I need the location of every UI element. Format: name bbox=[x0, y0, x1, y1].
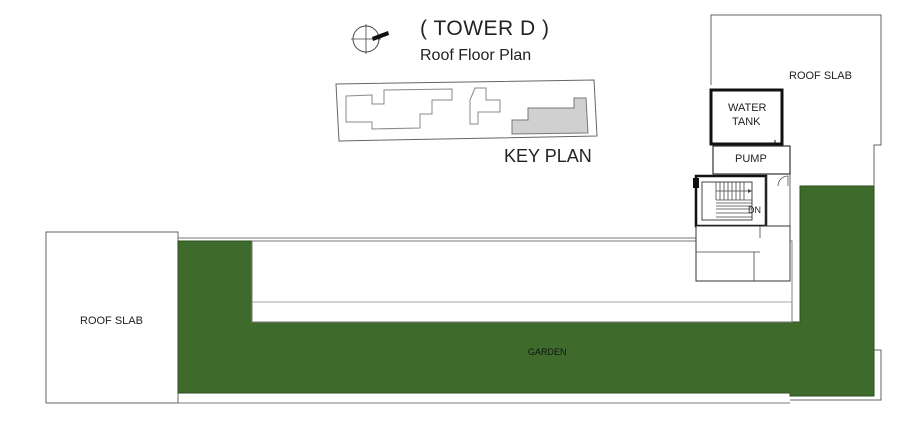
roof-slab-left-label: ROOF SLAB bbox=[80, 315, 143, 327]
garden-label: GARDEN bbox=[528, 347, 567, 357]
key-plan-tower-d-highlight bbox=[511, 97, 589, 135]
pump-room bbox=[712, 145, 791, 175]
water-tank-label-line1: WATER bbox=[728, 102, 767, 114]
stair-core bbox=[693, 174, 768, 228]
key-plan-label: KEY PLAN bbox=[504, 146, 592, 166]
page-subtitle: Roof Floor Plan bbox=[420, 47, 532, 64]
water-tank-label-line2: TANK bbox=[732, 116, 761, 128]
compass-north-icon bbox=[351, 24, 389, 54]
key-plan bbox=[335, 79, 598, 142]
roof-slab-left-area bbox=[45, 231, 179, 404]
pump-label: PUMP bbox=[735, 153, 767, 165]
stair-down-label: DN bbox=[748, 205, 761, 215]
page-title: ( TOWER D ) bbox=[420, 17, 550, 40]
roof-slab-right-label: ROOF SLAB bbox=[789, 70, 852, 82]
water-tank-room bbox=[709, 88, 784, 146]
lobby-room bbox=[695, 225, 791, 282]
